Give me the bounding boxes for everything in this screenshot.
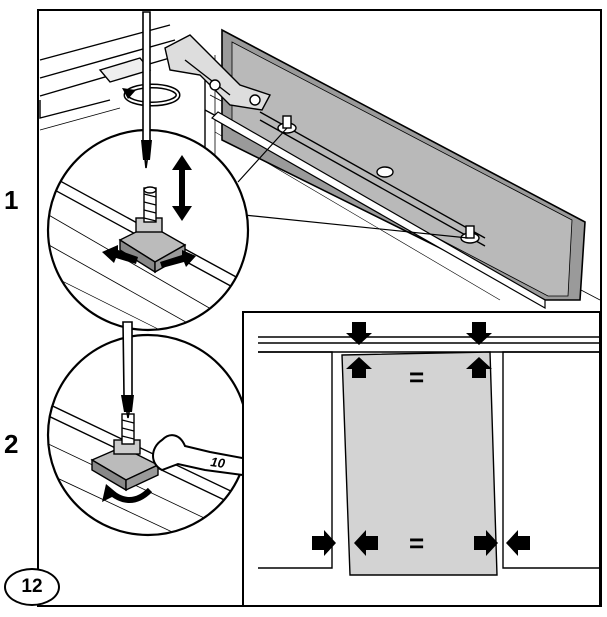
rail-bolt-2 <box>460 225 480 244</box>
rotate-arrow-icon-2 <box>102 484 153 503</box>
door-alignment-panel <box>341 351 498 576</box>
detail-circle-1 <box>46 128 250 332</box>
rotate-arrow-icon <box>122 83 181 107</box>
gap-arrow-icon <box>466 357 492 378</box>
gap-arrow-icon <box>346 322 372 345</box>
screwdriver-icon <box>141 11 152 169</box>
hinge <box>98 34 272 111</box>
mounting-rail <box>259 111 486 247</box>
gap-arrow-icon <box>346 357 372 378</box>
figure-number: 12 <box>21 576 43 597</box>
screwdriver-icon-2 <box>121 321 134 419</box>
bottom-gap-equal-mark: = <box>409 528 424 558</box>
vertical-double-arrow-icon <box>172 155 192 221</box>
gap-arrow-icon <box>466 322 492 345</box>
detail-circle-2 <box>46 333 250 537</box>
gap-arrow-icon <box>354 530 378 556</box>
gap-arrow-icon <box>474 530 498 556</box>
gap-arrow-icon <box>506 530 530 556</box>
door-panel <box>211 28 586 310</box>
gap-arrow-icon <box>312 530 336 556</box>
step-number-1: 1 <box>4 185 18 215</box>
figure-number-badge: 12 <box>4 568 60 606</box>
callout-leaders <box>237 127 469 239</box>
step-number-2: 2 <box>4 429 18 459</box>
top-gap-equal-mark: = <box>409 362 424 392</box>
wrench-size-label: 10 <box>210 454 227 471</box>
alignment-inset: = = <box>242 311 601 607</box>
horizontal-arrows-icon <box>102 245 196 268</box>
rail-bolt-1 <box>277 115 297 134</box>
